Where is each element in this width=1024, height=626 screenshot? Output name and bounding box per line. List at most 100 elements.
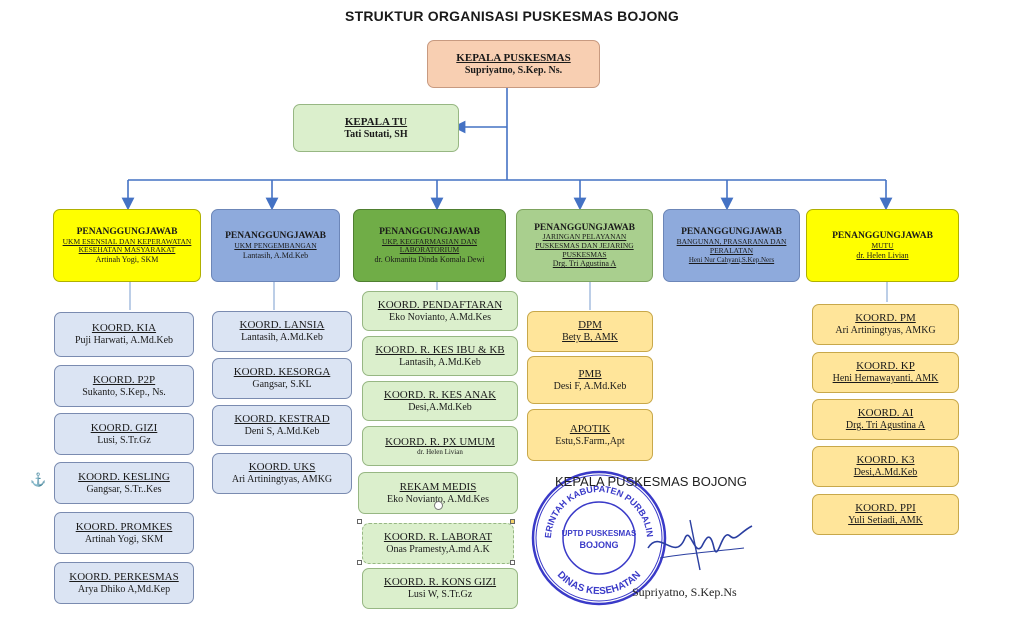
- koord-title: KOORD. R. LABORAT: [383, 531, 493, 544]
- koord-name: Lusi, S.Tr.Gz: [97, 434, 151, 446]
- pj-title: PENANGGUNGJAWAB: [76, 226, 178, 237]
- pj-name: Lantasih, A.Md.Keb: [242, 250, 309, 260]
- koord-title: KOORD. PPI: [855, 502, 916, 515]
- kepala-name: Supriyatno, S.Kep. Ns.: [464, 64, 563, 76]
- pj-title: PENANGGUNGJAWAB: [681, 227, 782, 238]
- koord-title: KOORD. KP: [856, 360, 915, 373]
- pj-mutu: PENANGGUNGJAWAB MUTU dr. Helen Livian: [806, 209, 959, 282]
- pmb: PMB Desi F, A.Md.Keb: [527, 356, 653, 404]
- koord-name: Lusi W, S.Tr.Gz: [407, 589, 473, 601]
- koord-kons-gizi: KOORD. R. KONS GIZI Lusi W, S.Tr.Gz: [362, 568, 518, 609]
- koord-lansia: KOORD. LANSIA Lantasih, A.Md.Keb: [212, 311, 352, 352]
- koord-name: Yuli Setiadi, AMK: [848, 515, 923, 527]
- pj-title: PENANGGUNGJAWAB: [832, 231, 933, 242]
- koord-title: KOORD. R. KES ANAK: [383, 388, 497, 401]
- pj-ukm-pengembangan: PENANGGUNGJAWAB UKM PENGEMBANGAN Lantasi…: [211, 209, 340, 282]
- pj-ukp: PENANGGUNGJAWAB UKP, KEGFARMASIAN DAN LA…: [353, 209, 506, 282]
- pj-sub: BANGUNAN, PRASARANA DAN PERALATAN: [676, 237, 787, 255]
- koord-title: KOORD. KESLING: [78, 470, 170, 483]
- koord-title: KOORD. PROMKES: [75, 520, 173, 533]
- koord-ppi: KOORD. PPI Yuli Setiadi, AMK: [812, 494, 959, 535]
- koord-name: Eko Novianto, A.Md.Kes: [387, 493, 489, 505]
- pj-name: Heni Nur Cahyani,S.Kep.Ners: [688, 255, 775, 264]
- stamp-center1: UPTD PUSKESMAS: [562, 529, 637, 538]
- koord-title: APOTIK: [569, 422, 611, 435]
- pj-title: PENANGGUNGJAWAB: [379, 226, 480, 237]
- signature-name: Supriyatno, S.Kep.Ns: [632, 585, 737, 599]
- resize-handle[interactable]: [357, 560, 362, 565]
- koord-perkesmas: KOORD. PERKESMAS Arya Dhiko A,Md.Kep: [54, 562, 194, 604]
- pj-jaringan: PENANGGUNGJAWAB JARINGAN PELAYANAN PUSKE…: [516, 209, 653, 282]
- koord-title: KOORD. LANSIA: [239, 319, 325, 332]
- apotik: APOTIK Estu,S.Farm.,Apt: [527, 409, 653, 461]
- koord-promkes: KOORD. PROMKES Artinah Yogi, SKM: [54, 512, 194, 554]
- official-stamp: PEMERINTAH KABUPATEN PURBALINGGA DINAS K…: [529, 468, 667, 606]
- koord-name: Onas Pramesty,A.md A.K: [386, 544, 490, 556]
- koord-title: KOORD. R. KONS GIZI: [383, 576, 497, 589]
- pj-title: PENANGGUNGJAWAB: [534, 222, 635, 233]
- pj-bangunan: PENANGGUNGJAWAB BANGUNAN, PRASARANA DAN …: [663, 209, 800, 282]
- koord-name: Artinah Yogi, SKM: [84, 533, 164, 545]
- koord-title: KOORD. PM: [855, 312, 916, 325]
- dpm: DPM Bety B, AMK: [527, 311, 653, 352]
- koord-title: KOORD. AI: [857, 407, 914, 420]
- koord-name: Drg. Tri Agustina A: [845, 420, 926, 432]
- resize-handle[interactable]: [357, 519, 362, 524]
- signature-title: KEPALA PUSKESMAS BOJONG: [555, 474, 747, 489]
- koord-name: Deni S, A.Md.Keb: [244, 426, 320, 438]
- koord-kesling: KOORD. KESLING Gangsar, S.Tr..Kes: [54, 462, 194, 504]
- koord-name: Lantasih, A.Md.Keb: [241, 332, 323, 344]
- koord-title: KOORD. PERKESMAS: [69, 570, 179, 583]
- koord-name: Bety B, AMK: [562, 332, 618, 344]
- rotate-handle[interactable]: [434, 501, 443, 510]
- pj-name: Artinah Yogi, SKM: [95, 254, 159, 264]
- koord-name: Desi,A.Md.Keb: [853, 467, 918, 479]
- koord-laborat[interactable]: KOORD. R. LABORAT Onas Pramesty,A.md A.K: [362, 523, 514, 564]
- koord-p2p: KOORD. P2P Sukanto, S.Kep., Ns.: [54, 365, 194, 407]
- koord-uks: KOORD. UKS Ari Artiningtyas, AMKG: [212, 453, 352, 494]
- kepala-title: KEPALA PUSKESMAS: [456, 51, 571, 64]
- tu-name: Tati Sutati, SH: [344, 128, 408, 140]
- koord-name: Lantasih, A.Md.Keb: [399, 356, 481, 368]
- koord-kesorga: KOORD. KESORGA Gangsar, S.KL: [212, 358, 352, 399]
- koord-title: KOORD. KIA: [91, 322, 157, 335]
- pj-sub: JARINGAN PELAYANAN PUSKESMAS DAN JEJARIN…: [535, 232, 634, 259]
- pj-sub: UKP, KEGFARMASIAN DAN LABORATORIUM: [381, 236, 478, 255]
- page-title: STRUKTUR ORGANISASI PUSKESMAS BOJONG: [345, 8, 679, 24]
- resize-handle[interactable]: [510, 560, 515, 565]
- anchor-icon: ⚓: [30, 472, 47, 487]
- koord-kp: KOORD. KP Heni Hernawayanti, AMK: [812, 352, 959, 393]
- pj-title: PENANGGUNGJAWAB: [225, 231, 326, 242]
- pj-ukm-esensial: PENANGGUNGJAWAB UKM ESENSIAL DAN KEPERAW…: [53, 209, 201, 282]
- pj-sub: UKM ESENSIAL DAN KEPERAWATAN KESEHATAN M…: [62, 236, 192, 255]
- pj-name: Drg. Tri Agustina A: [552, 259, 617, 269]
- pj-name: dr. Okmanita Dinda Komala Dewi: [374, 254, 485, 264]
- signature-scribble: [647, 519, 753, 571]
- koord-title: KOORD. UKS: [248, 461, 316, 474]
- koord-ai: KOORD. AI Drg. Tri Agustina A: [812, 399, 959, 440]
- koord-title: KOORD. R. PX UMUM: [385, 435, 495, 448]
- koord-kes-anak: KOORD. R. KES ANAK Desi,A.Md.Keb: [362, 381, 518, 421]
- koord-name: dr. Helen Livian: [417, 448, 463, 457]
- koord-title: KOORD. PENDAFTARAN: [377, 298, 503, 311]
- pj-sub: UKM PENGEMBANGAN: [234, 241, 317, 251]
- koord-title: KOORD. R. KES IBU & KB: [375, 343, 505, 356]
- resize-handle[interactable]: [510, 519, 515, 524]
- koord-name: Eko Novianto, A.Md.Kes: [389, 311, 491, 323]
- koord-title: KOORD. K3: [856, 454, 915, 467]
- koord-name: Gangsar, S.Tr..Kes: [86, 483, 162, 495]
- koord-name: Ari Artiningtyas, AMKG: [835, 325, 936, 337]
- tu-title: KEPALA TU: [344, 115, 408, 128]
- koord-kia: KOORD. KIA Puji Harwati, A.Md.Keb: [54, 312, 194, 357]
- koord-kes-ibu-kb: KOORD. R. KES IBU & KB Lantasih, A.Md.Ke…: [362, 336, 518, 376]
- stamp-center2: BOJONG: [579, 540, 618, 550]
- koord-pm: KOORD. PM Ari Artiningtyas, AMKG: [812, 304, 959, 345]
- koord-gizi: KOORD. GIZI Lusi, S.Tr.Gz: [54, 413, 194, 455]
- kepala-tu-box: KEPALA TU Tati Sutati, SH: [293, 104, 459, 152]
- koord-title: KOORD. KESTRAD: [234, 413, 330, 426]
- koord-name: Sukanto, S.Kep., Ns.: [82, 386, 166, 398]
- koord-title: REKAM MEDIS: [399, 480, 477, 493]
- koord-name: Ari Artiningtyas, AMKG: [231, 474, 333, 486]
- koord-title: KOORD. P2P: [92, 373, 156, 386]
